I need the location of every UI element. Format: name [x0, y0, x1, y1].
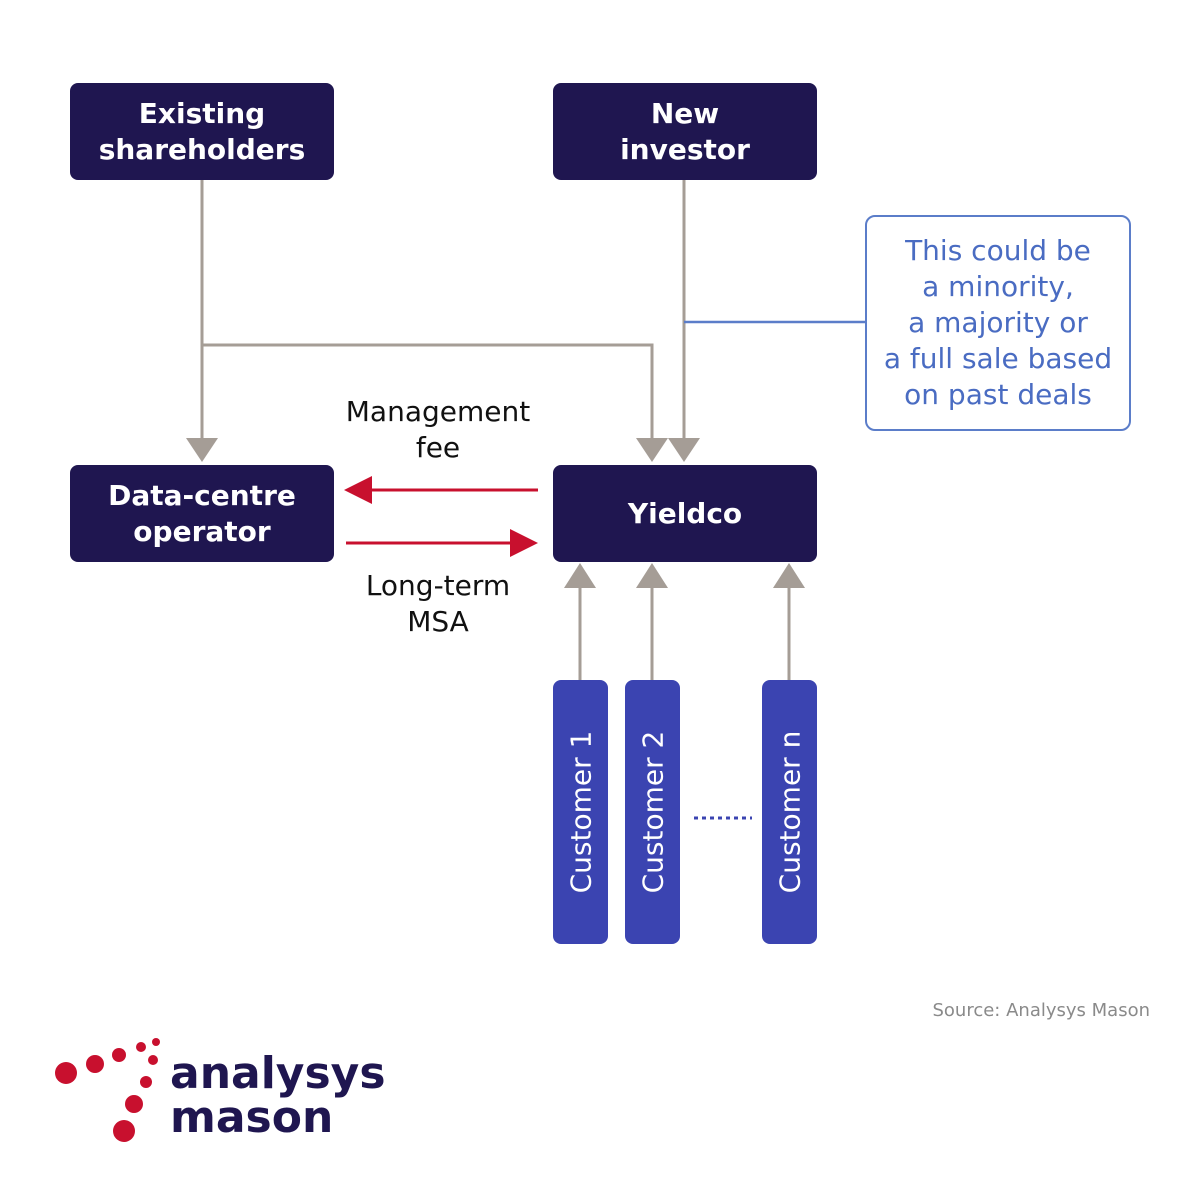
long-term-msa-label: Long-term MSA: [365, 569, 511, 638]
yieldco-box: Yieldco: [553, 465, 817, 562]
arrowheads-up: [564, 563, 805, 588]
existing-shareholders-label: Existing shareholders: [98, 96, 306, 166]
logo-line-2: mason: [170, 1092, 334, 1143]
customer-1-label: Customer 1: [564, 730, 597, 894]
arrowheads-down: [186, 438, 700, 462]
long-term-msa-arrow: [346, 529, 538, 557]
yieldco-label: Yieldco: [627, 496, 743, 530]
customer-2-box: Customer 2: [625, 680, 680, 944]
management-fee-label: Management fee: [345, 395, 531, 464]
logo-dots-icon: [55, 1038, 160, 1142]
shareholders-connectors: [200, 180, 686, 440]
customer-n-label: Customer n: [773, 730, 806, 894]
existing-shareholders-box: Existing shareholders: [70, 83, 334, 180]
new-investor-label: New investor: [620, 96, 750, 166]
data-centre-operator-box: Data-centre operator: [70, 465, 334, 562]
customer-n-box: Customer n: [762, 680, 817, 944]
customer-connectors: [578, 584, 791, 682]
logo-line-1: analysys: [170, 1048, 386, 1099]
new-investor-box: New investor: [553, 83, 817, 180]
source-note: Source: Analysys Mason: [932, 1000, 1150, 1021]
management-fee-arrow: [344, 476, 538, 504]
data-centre-operator-label: Data-centre operator: [108, 478, 296, 548]
analysys-mason-logo: analysys mason: [170, 1052, 386, 1140]
sale-note-callout: This could be a minority, a majority or …: [865, 215, 1131, 431]
customer-1-box: Customer 1: [553, 680, 608, 944]
sale-note-text: This could be a minority, a majority or …: [883, 234, 1113, 411]
customer-2-label: Customer 2: [636, 730, 669, 894]
